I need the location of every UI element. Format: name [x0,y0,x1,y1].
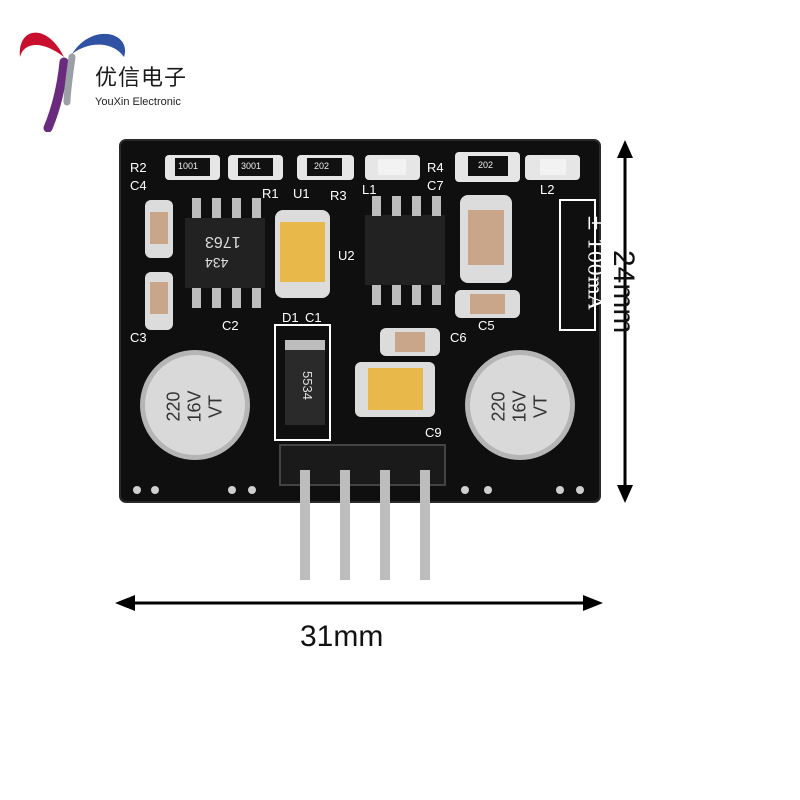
cap-right-value: 220 16V VT [489,372,552,442]
cap-right-v2: 16V [509,390,530,423]
res-code-2: 3001 [241,161,262,171]
current-label: ± 100mA [583,214,608,310]
ref-C3: C3 [130,330,147,345]
ref-R2: R2 [130,160,147,175]
ref-R3: R3 [330,188,347,203]
ref-C2: C2 [222,318,239,333]
ref-D1: D1 [282,310,299,325]
ic1-submarking: 434 [205,255,229,271]
res-code-3: 202 [314,161,330,171]
cap-left-value: 220 16V VT [164,372,227,442]
ref-C7: C7 [427,178,444,193]
ref-C4: C4 [130,178,147,193]
ref-R1: R1 [262,186,279,201]
cap-left-v3: VT [205,395,226,419]
res-code-1: 1001 [178,161,199,171]
cap-right-v1: 220 [488,391,509,422]
ref-U1: U1 [293,186,310,201]
ref-L2: L2 [540,182,555,197]
cap-right-v3: VT [530,395,551,419]
ref-R4: R4 [427,160,444,175]
height-dimension-label: 24mm [606,250,640,333]
ref-C9: C9 [425,425,442,440]
cap-left-v1: 220 [163,391,184,422]
cap-left-v2: 16V [184,390,205,423]
width-dimension-label: 31mm [300,620,384,653]
ref-C1: C1 [305,310,322,325]
brand-name: 优信电子 [95,66,188,91]
res-code-4: 202 [478,160,494,170]
brand-subtitle: YouXin Electronic [95,96,181,108]
ref-U2: U2 [338,248,355,263]
ic1-marking: 1763 [205,233,241,250]
ref-C6: C6 [450,330,467,345]
diode-marking: 5534 [299,371,315,400]
ref-C5: C5 [478,318,495,333]
ref-L1: L1 [362,182,377,197]
brand-logo [19,32,126,132]
